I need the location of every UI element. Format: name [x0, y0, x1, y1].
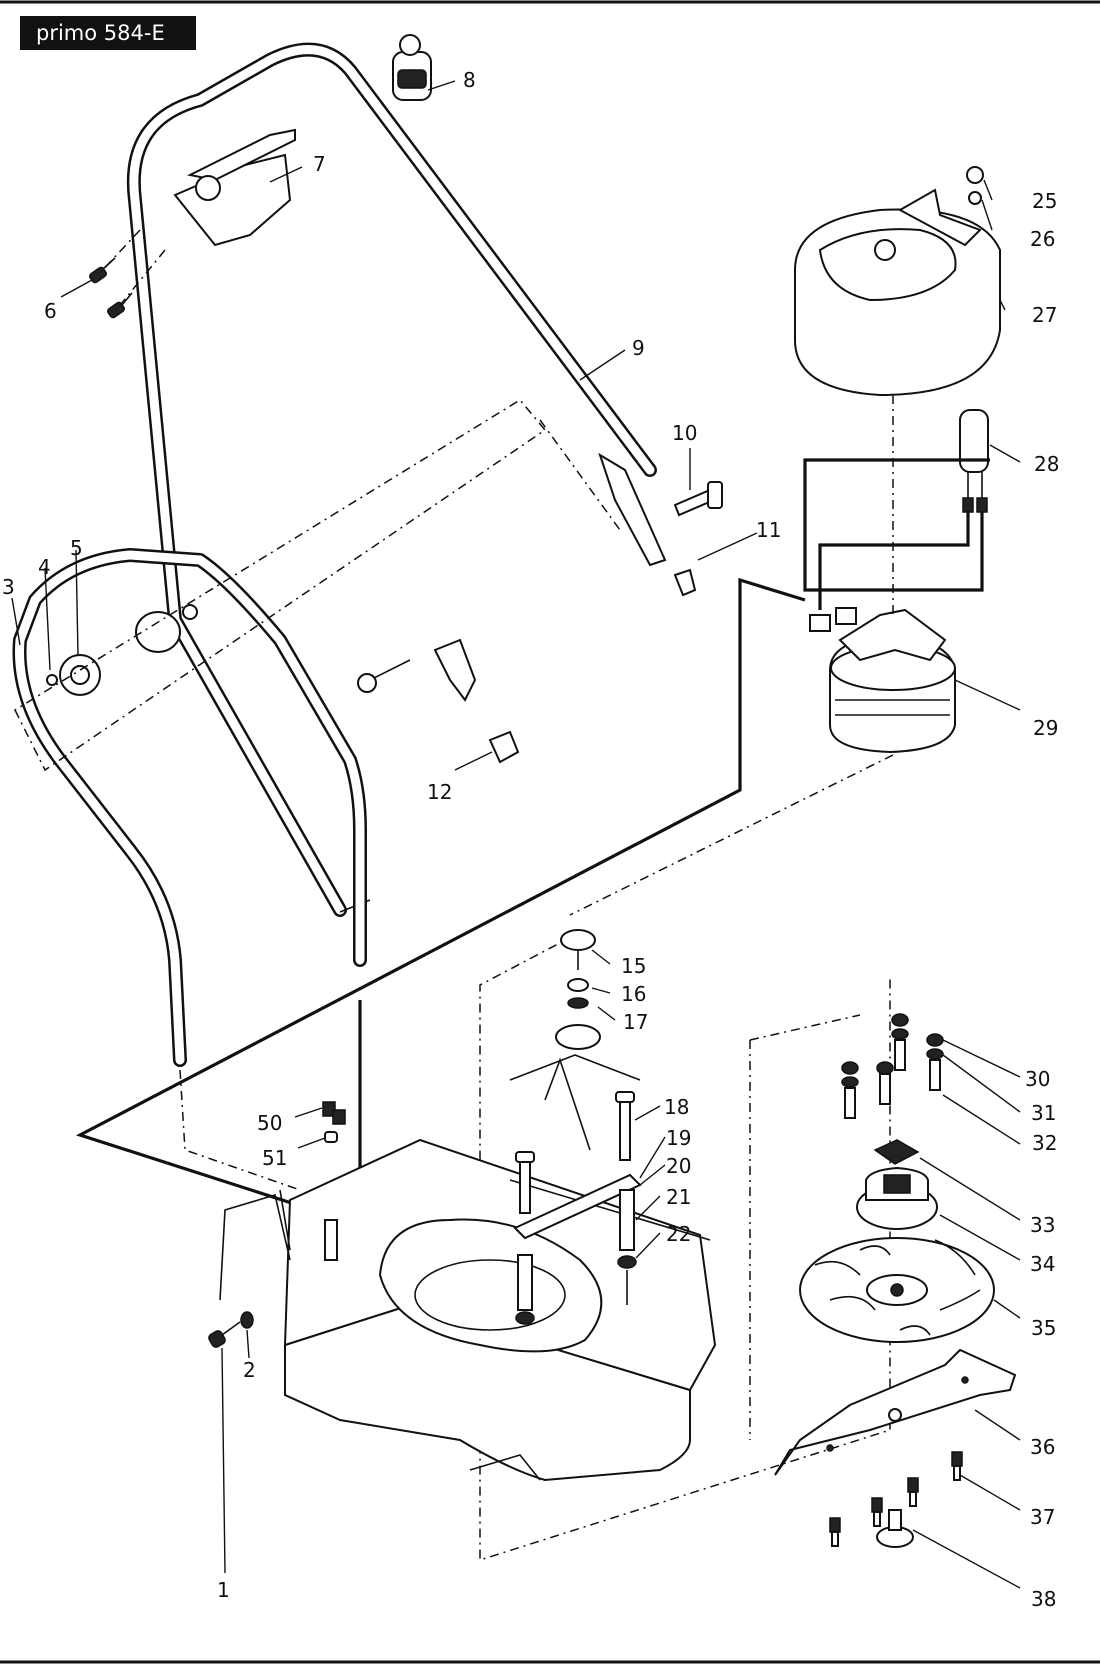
- callout-26: 26: [1030, 227, 1055, 251]
- blade-fasteners: [841, 1013, 944, 1119]
- small-screws: [208, 1101, 346, 1348]
- deck-bolts: [513, 1091, 642, 1325]
- capacitor: [959, 409, 989, 513]
- switch-box: [173, 128, 296, 247]
- callout-8: 8: [463, 68, 476, 92]
- motor-hood: [794, 166, 1001, 397]
- callout-20: 20: [666, 1154, 691, 1178]
- callout-7: 7: [313, 152, 326, 176]
- callout-27: 27: [1032, 303, 1057, 327]
- handle-screws: [89, 229, 166, 319]
- mower-deck: [219, 1054, 717, 1482]
- blade-hub: [856, 1139, 938, 1230]
- handle-knobs: [46, 604, 198, 696]
- upper-handle: [126, 42, 667, 917]
- callout-10: 10: [672, 421, 697, 445]
- lower-handle: [12, 548, 367, 1067]
- callout-9: 9: [632, 336, 645, 360]
- callout-36: 36: [1030, 1435, 1055, 1459]
- callout-28: 28: [1034, 452, 1059, 476]
- callout-11: 11: [756, 518, 781, 542]
- callout-1: 1: [217, 1578, 230, 1602]
- cutting-blade: [774, 1348, 1017, 1476]
- callout-33: 33: [1030, 1213, 1055, 1237]
- blade-screws-and-nut: [829, 1451, 963, 1548]
- carriage-bolt: [357, 638, 520, 764]
- cable-clip: [392, 34, 432, 101]
- callout-34: 34: [1030, 1252, 1055, 1276]
- callout-numbers: 1 2 3 4 5 6 7 8 9 10 11 12 15 16 17 18 1…: [2, 68, 1059, 1611]
- callout-18: 18: [664, 1095, 689, 1119]
- callout-4: 4: [38, 555, 51, 579]
- callout-51: 51: [262, 1146, 287, 1170]
- callout-35: 35: [1031, 1316, 1056, 1340]
- callout-21: 21: [666, 1185, 691, 1209]
- callout-22: 22: [666, 1222, 691, 1246]
- callout-17: 17: [623, 1010, 648, 1034]
- callout-16: 16: [621, 982, 646, 1006]
- callout-12: 12: [427, 780, 452, 804]
- callout-5: 5: [70, 536, 83, 560]
- callout-3: 3: [2, 575, 15, 599]
- callout-2: 2: [243, 1358, 256, 1382]
- leader-lines: [11, 80, 1021, 1589]
- callout-29: 29: [1033, 716, 1058, 740]
- callout-32: 32: [1032, 1131, 1057, 1155]
- callout-19: 19: [666, 1126, 691, 1150]
- callout-37: 37: [1030, 1505, 1055, 1529]
- callout-30: 30: [1025, 1067, 1050, 1091]
- handle-bolt: [673, 481, 723, 597]
- motor: [829, 608, 956, 754]
- mounting-parts: [555, 929, 601, 1050]
- callout-25: 25: [1032, 189, 1057, 213]
- callout-6: 6: [44, 299, 57, 323]
- callout-15: 15: [621, 954, 646, 978]
- fan-impeller: [799, 1237, 995, 1343]
- callout-31: 31: [1031, 1101, 1056, 1125]
- callout-50: 50: [257, 1111, 282, 1135]
- model-title: primo 584-E: [20, 16, 196, 50]
- callout-38: 38: [1031, 1587, 1056, 1611]
